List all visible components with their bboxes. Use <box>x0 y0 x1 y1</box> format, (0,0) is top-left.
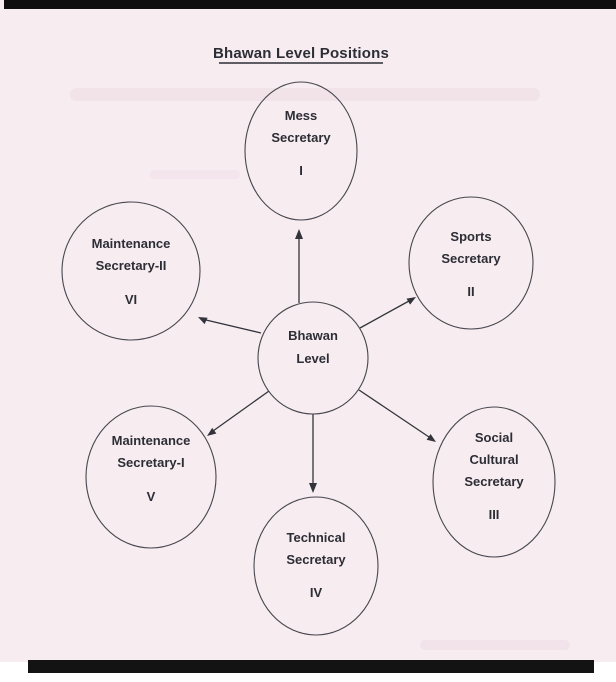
mess-label-line1: Mess <box>285 108 318 123</box>
mess-label-line2: Secretary <box>271 130 331 145</box>
social-label-line3: Secretary <box>464 474 524 489</box>
node-social-cultural-secretary: Social Cultural Secretary III <box>432 406 556 558</box>
node-ellipse <box>253 496 379 636</box>
arrow-line <box>359 300 410 329</box>
node-ellipse <box>244 81 358 221</box>
scan-artifact <box>70 88 540 101</box>
arrow-head-icon <box>207 427 217 436</box>
arrow-to-maintenance-secretary-2 <box>198 317 262 334</box>
technical-numeral: IV <box>310 585 323 600</box>
social-numeral: III <box>489 507 500 522</box>
paper-background <box>0 0 616 662</box>
sports-label-line2: Secretary <box>441 251 501 266</box>
sports-label-line1: Sports <box>450 229 491 244</box>
center-node-label-line1: Bhawan <box>288 328 338 343</box>
arrow-head-icon <box>295 229 303 239</box>
node-ellipse <box>432 406 556 558</box>
node-mess-secretary: Mess Secretary I <box>244 81 358 221</box>
arrow-to-social-cultural-secretary <box>358 389 436 442</box>
arrow-line <box>205 319 262 334</box>
node-ellipse <box>257 301 369 415</box>
maintenance2-numeral: VI <box>125 292 137 307</box>
arrow-line <box>358 389 430 438</box>
maintenance1-numeral: V <box>147 489 156 504</box>
node-ellipse <box>85 405 217 549</box>
arrow-to-mess-secretary <box>295 229 303 303</box>
maintenance2-label-line1: Maintenance <box>92 236 171 251</box>
social-label-line1: Social <box>475 430 513 445</box>
maintenance2-label-line2: Secretary-II <box>96 258 167 273</box>
arrow-head-icon <box>309 483 317 493</box>
arrow-head-icon <box>426 434 436 442</box>
center-node-label-line2: Level <box>296 351 329 366</box>
node-ellipse <box>61 201 201 341</box>
diagram-title: Bhawan Level Positions <box>213 45 389 62</box>
scan-artifact <box>420 640 570 650</box>
arrow-to-sports-secretary <box>359 297 416 329</box>
arrow-head-icon <box>406 297 416 305</box>
node-sports-secretary: Sports Secretary II <box>408 196 534 330</box>
node-maintenance-secretary-2: Maintenance Secretary-II VI <box>61 201 201 341</box>
node-maintenance-secretary-1: Maintenance Secretary-I V <box>85 405 217 549</box>
node-ellipse <box>408 196 534 330</box>
mess-numeral: I <box>299 163 303 178</box>
scan-border-top <box>4 0 616 9</box>
sports-numeral: II <box>467 284 474 299</box>
technical-label-line1: Technical <box>286 530 345 545</box>
technical-label-line2: Secretary <box>286 552 346 567</box>
scan-border-bottom <box>28 660 594 673</box>
node-bhawan-level: Bhawan Level <box>257 301 369 415</box>
node-technical-secretary: Technical Secretary IV <box>253 496 379 636</box>
social-label-line2: Cultural <box>469 452 518 467</box>
maintenance1-label-line2: Secretary-I <box>117 455 184 470</box>
scan-artifact <box>150 170 240 179</box>
arrow-head-icon <box>198 317 208 325</box>
arrow-to-maintenance-secretary-1 <box>207 390 270 436</box>
arrow-line <box>212 390 270 432</box>
arrow-to-technical-secretary <box>309 414 317 493</box>
maintenance1-label-line1: Maintenance <box>112 433 191 448</box>
